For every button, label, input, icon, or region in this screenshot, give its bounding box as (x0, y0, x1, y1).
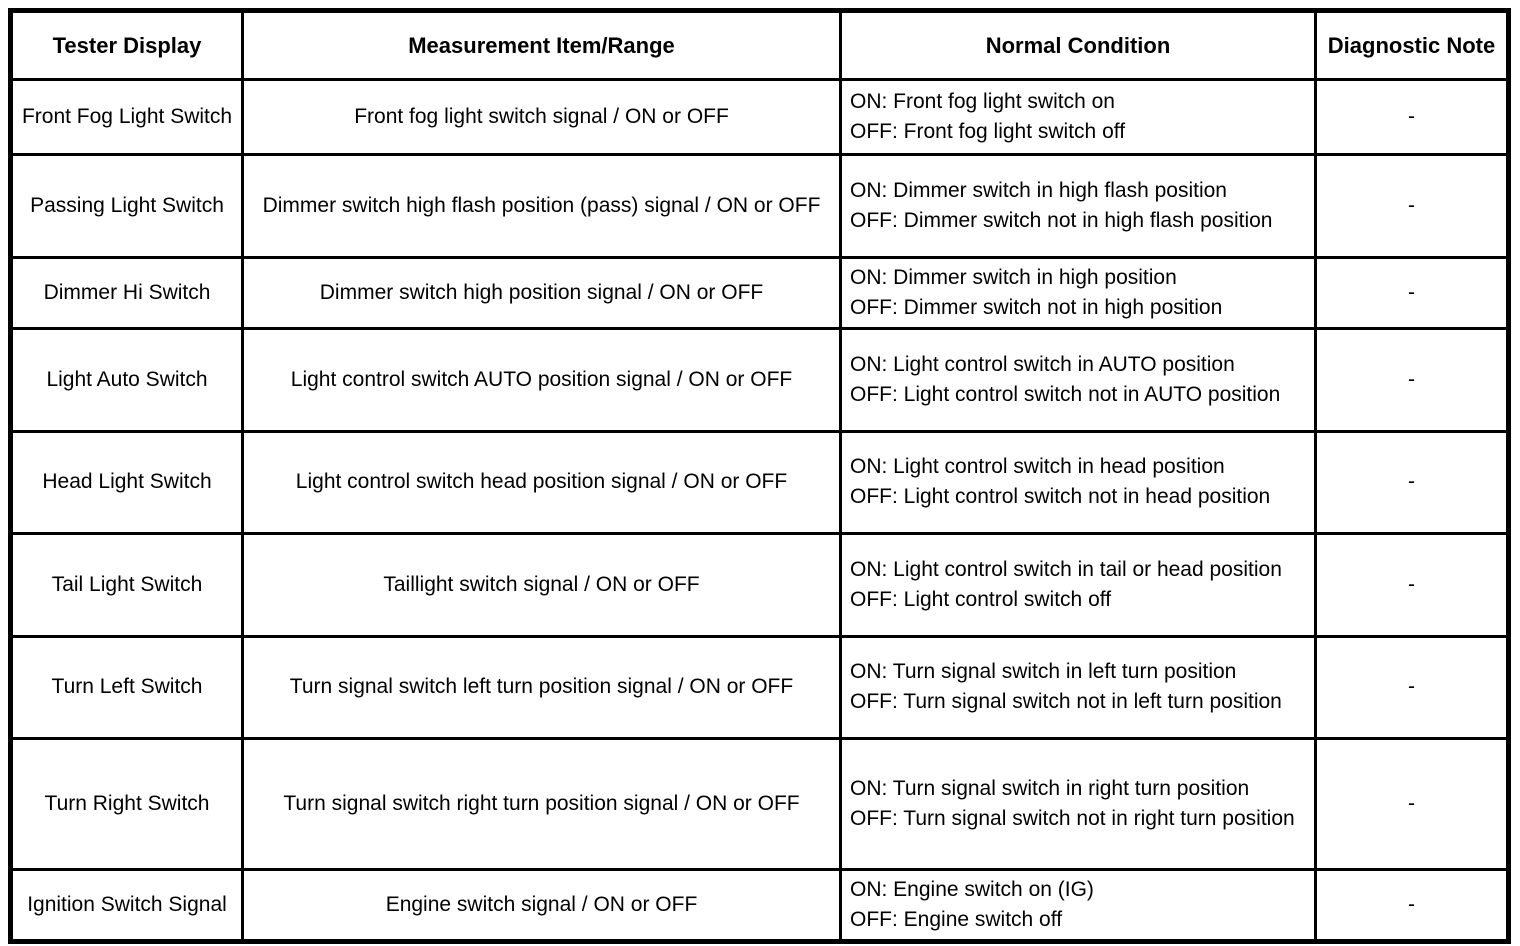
measurement-cell: Engine switch signal / ON or OFF (241, 867, 842, 943)
diagnostic-note-cell: - (1314, 153, 1510, 259)
tester-display-cell: Passing Light Switch (9, 153, 244, 259)
diagnostic-note-cell: - (1314, 326, 1510, 433)
normal-condition-cell: ON: Light control switch in AUTO positio… (839, 326, 1317, 433)
measurement-cell: Light control switch head position signa… (241, 429, 842, 535)
diagnostic-note-cell: - (1314, 256, 1510, 330)
table-header-row: Tester Display Measurement Item/Range No… (9, 9, 1510, 81)
table-row: Front Fog Light Switch Front fog light s… (9, 78, 1510, 156)
normal-condition-cell: ON: Light control switch in head positio… (839, 429, 1317, 535)
measurement-cell: Taillight switch signal / ON or OFF (241, 531, 842, 638)
normal-condition-cell: ON: Front fog light switch on OFF: Front… (839, 78, 1317, 156)
tester-display-cell: Tail Light Switch (9, 531, 244, 638)
diagnostic-note-cell: - (1314, 634, 1510, 740)
header-measurement-item-range: Measurement Item/Range (241, 9, 842, 81)
normal-condition-cell: ON: Light control switch in tail or head… (839, 531, 1317, 638)
diagnostic-table: Tester Display Measurement Item/Range No… (8, 8, 1511, 944)
measurement-cell: Turn signal switch left turn position si… (241, 634, 842, 740)
diagnostic-note-cell: - (1314, 736, 1510, 871)
measurement-cell: Light control switch AUTO position signa… (241, 326, 842, 433)
measurement-cell: Turn signal switch right turn position s… (241, 736, 842, 871)
table-row: Head Light Switch Light control switch h… (9, 429, 1510, 535)
measurement-cell: Dimmer switch high flash position (pass)… (241, 153, 842, 259)
header-normal-condition: Normal Condition (839, 9, 1317, 81)
table-row: Passing Light Switch Dimmer switch high … (9, 153, 1510, 259)
normal-condition-cell: ON: Engine switch on (IG) OFF: Engine sw… (839, 867, 1317, 943)
table-row: Light Auto Switch Light control switch A… (9, 326, 1510, 433)
diagnostic-note-cell: - (1314, 531, 1510, 638)
diagnostic-note-cell: - (1314, 429, 1510, 535)
header-tester-display: Tester Display (9, 9, 244, 81)
table-row: Dimmer Hi Switch Dimmer switch high posi… (9, 256, 1510, 330)
measurement-cell: Front fog light switch signal / ON or OF… (241, 78, 842, 156)
table-row: Ignition Switch Signal Engine switch sig… (9, 867, 1510, 943)
header-diagnostic-note: Diagnostic Note (1314, 9, 1510, 81)
table-row: Turn Left Switch Turn signal switch left… (9, 634, 1510, 740)
tester-display-cell: Head Light Switch (9, 429, 244, 535)
diagnostic-note-cell: - (1314, 867, 1510, 943)
tester-display-cell: Light Auto Switch (9, 326, 244, 433)
tester-display-cell: Dimmer Hi Switch (9, 256, 244, 330)
table-row: Tail Light Switch Taillight switch signa… (9, 531, 1510, 638)
tester-display-cell: Ignition Switch Signal (9, 867, 244, 943)
table-row: Turn Right Switch Turn signal switch rig… (9, 736, 1510, 871)
normal-condition-cell: ON: Turn signal switch in left turn posi… (839, 634, 1317, 740)
normal-condition-cell: ON: Dimmer switch in high position OFF: … (839, 256, 1317, 330)
measurement-cell: Dimmer switch high position signal / ON … (241, 256, 842, 330)
diagnostic-note-cell: - (1314, 78, 1510, 156)
tester-display-cell: Front Fog Light Switch (9, 78, 244, 156)
tester-display-cell: Turn Left Switch (9, 634, 244, 740)
normal-condition-cell: ON: Dimmer switch in high flash position… (839, 153, 1317, 259)
normal-condition-cell: ON: Turn signal switch in right turn pos… (839, 736, 1317, 871)
tester-display-cell: Turn Right Switch (9, 736, 244, 871)
